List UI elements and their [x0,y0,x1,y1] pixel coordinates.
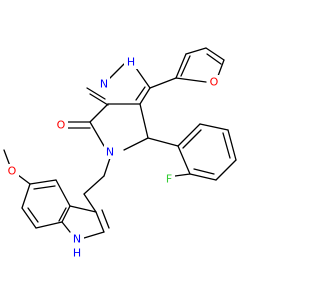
bond-ind-c7-c6 [21,207,37,229]
atom-n-indole: N [71,232,84,246]
bond-ph-2 [189,173,217,181]
atom-f-label: F [166,173,172,186]
molecule-structure-diagram: N H O O N F O N [3,47,237,260]
bond-c5-ome [17,174,31,185]
bond-ph-4 [227,129,237,161]
atom-nh-pyrazole: H [124,55,138,69]
atom-o-carbonyl-label: O [57,119,66,132]
bond-furan-1b [180,55,191,77]
bond-ph-1 [177,145,191,175]
bond-c3a-c4 [139,103,149,139]
bond-furan-3 [205,47,225,61]
bond-furan-4 [217,59,225,77]
bond-ind-c2-n1 [83,231,105,239]
bond-ph-3 [215,159,237,181]
bond-nc-double-a [86,87,106,100]
bond-ind-n1-c7a [61,221,71,233]
bond-n5-ch2 [103,157,111,177]
bond-lines [3,47,237,239]
atom-nh-label: H [127,56,135,69]
atom-o-furan: O [208,75,221,89]
bond-ind-c7a-c7 [35,221,63,229]
atom-o-furan-label: O [210,76,219,89]
bond-ind-c5-c4b [33,185,56,190]
atom-n-lactam-label: N [106,146,114,159]
bond-ind-c5-c4 [29,179,57,185]
bond-c4-n5 [123,137,149,151]
bond-ph-6b [182,129,202,149]
atom-o-methoxy: O [6,164,19,178]
atom-labels: N H O O N F O N [6,55,221,260]
bond-ind-c3-c3a [69,205,97,213]
bond-c7a-c6 [89,103,109,123]
atom-h-indole-label: H [73,247,81,260]
atom-n-indole-label: N [73,233,81,246]
bond-ind-c3-c2 [95,211,105,233]
bond-ind-c3a-c7a-b [58,207,67,222]
bond-c3-furan [149,77,177,89]
bond-furan-3b [206,53,222,65]
atom-f-fluoro: F [163,172,175,186]
bond-furan-1 [175,53,187,79]
bond-ome-ch3 [3,149,11,167]
bond-ph-6 [177,123,201,147]
bond-c-f [174,173,191,177]
bond-ind-c4-c3a [55,179,71,207]
bond-c6-n5 [89,121,105,147]
bond-ind-c3a-c7a [61,205,71,223]
bond-ph-4b [222,132,231,159]
bond-furan-2 [185,47,207,55]
atom-n-label: N [100,78,108,91]
bond-c3a-c3-inner [135,86,146,101]
atom-n-pyrazole-upper: N [98,77,110,91]
bond-furan-5 [175,77,207,83]
bond-ph-2b [193,168,215,175]
atom-o-methoxy-label: O [8,165,17,178]
bond-ch2-ch2 [83,175,105,195]
bond-c4-ph [147,137,179,147]
bond-n-c-upper [135,67,151,89]
atom-h-indole: H [71,246,84,260]
bond-ind-c3-ch2 [83,193,97,213]
bond-c3a-c3 [139,87,151,105]
atom-n-lactam: N [104,145,117,159]
atom-o-carbonyl: O [55,118,68,132]
bond-ind-c6-c5 [21,183,31,209]
bond-ind-c7-c6b [27,207,39,223]
bond-ph-5 [199,123,229,131]
bond-ind-c3-c2b [101,209,110,229]
bond-nc-double-b [89,93,109,106]
